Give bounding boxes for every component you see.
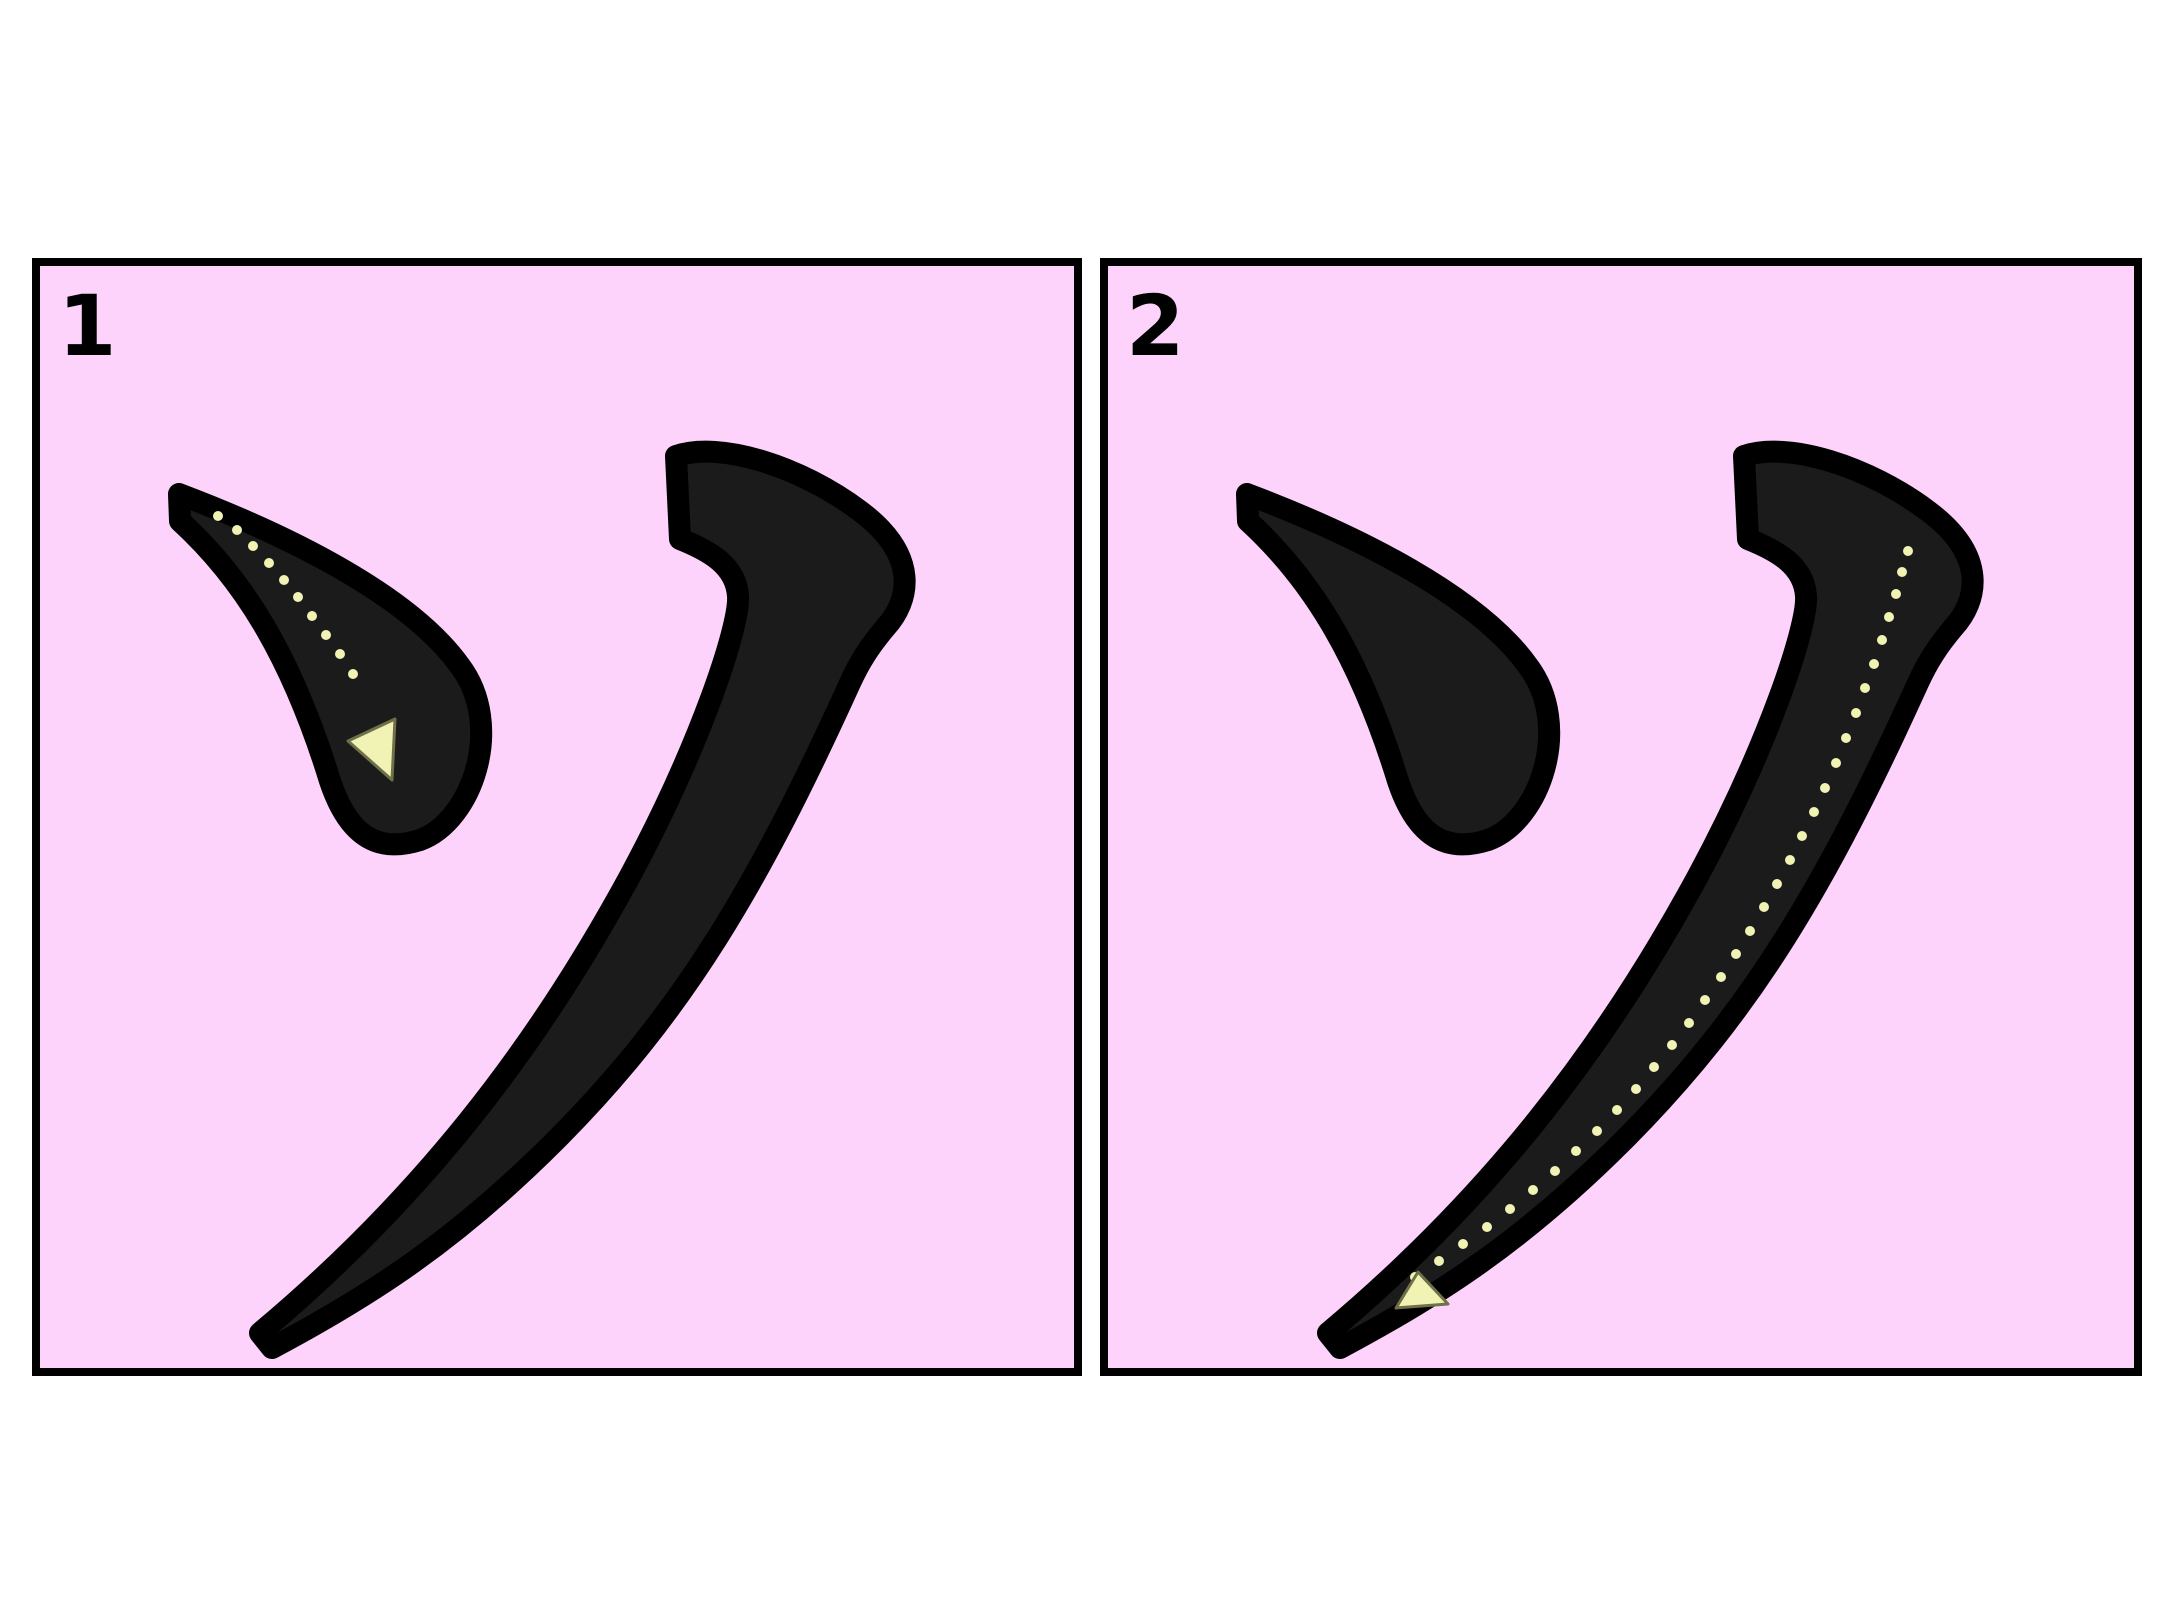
- stroke-2-shape: [1317, 440, 1984, 1359]
- stroke-order-panel-1: 1: [32, 258, 1082, 1376]
- direction-guide-dots: [213, 511, 358, 679]
- stroke-order-panel-2: 2: [1100, 258, 2142, 1376]
- panel-background: [40, 266, 1074, 1368]
- panel-background: [1108, 266, 2134, 1368]
- step-number: 2: [1126, 277, 1185, 375]
- stroke-1-shape: [1236, 483, 1561, 856]
- arrow-head-icon: [346, 717, 397, 782]
- stroke-1-shape: [168, 483, 493, 856]
- arrow-head-icon: [1394, 1270, 1450, 1310]
- panel-canvas: [40, 266, 1074, 1368]
- stroke-2-shape: [249, 440, 916, 1359]
- step-number: 1: [58, 277, 117, 375]
- panel-canvas: [1108, 266, 2134, 1368]
- direction-guide-dots: [1410, 546, 1913, 1282]
